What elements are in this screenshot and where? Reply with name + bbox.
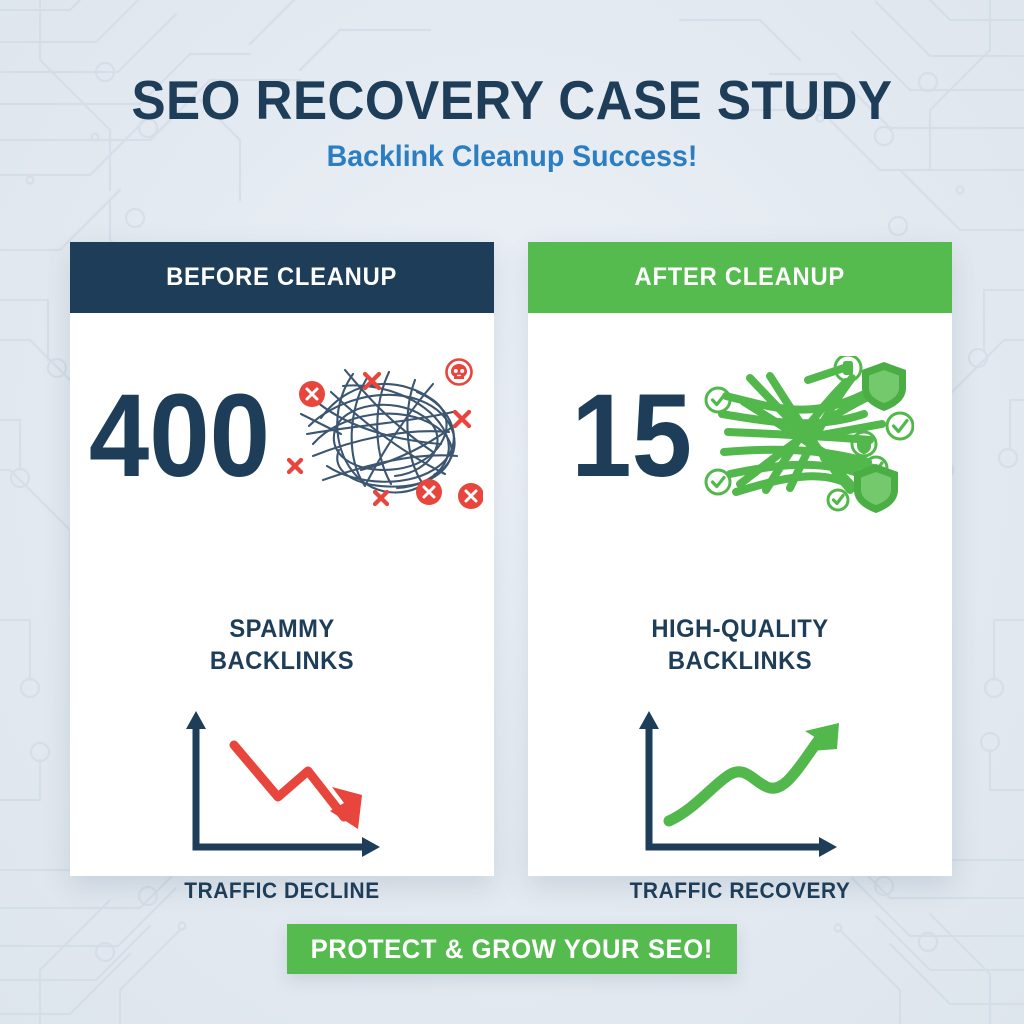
y-axis-arrowhead <box>186 711 206 729</box>
page-subtitle: Backlink Cleanup Success! <box>326 140 698 173</box>
after-cleanup-body: 15 <box>528 313 952 903</box>
document-circle-icon <box>833 356 863 383</box>
recovery-arrowhead <box>805 723 839 751</box>
cta-label: PROTECT & GROW YOUR SEO! <box>310 933 714 964</box>
y-axis-arrowhead <box>639 711 659 729</box>
traffic-decline-chart <box>70 705 494 865</box>
spammy-backlinks-count: 400 <box>88 370 270 502</box>
x-axis-arrowhead <box>819 837 837 857</box>
before-metric-row: 400 <box>70 351 494 521</box>
after-metric-row: 15 <box>528 351 952 521</box>
cta-banner[interactable]: PROTECT & GROW YOUR SEO! <box>287 924 737 974</box>
x-axis-arrowhead <box>362 837 380 857</box>
down-trend-arrow-chart-icon <box>186 711 380 857</box>
spammy-backlinks-label-line2: BACKLINKS <box>209 647 355 675</box>
shield-check-icon <box>850 430 878 458</box>
up-trend-arrow-chart-icon <box>639 711 839 857</box>
spammy-backlinks-label: SPAMMY BACKLINKS <box>81 613 484 677</box>
after-cleanup-header-label: AFTER CLEANUP <box>634 263 846 291</box>
after-cleanup-header: AFTER CLEANUP <box>528 242 952 313</box>
before-cleanup-body: 400 <box>70 313 494 903</box>
before-cleanup-card: BEFORE CLEANUP 400 <box>70 242 494 903</box>
quality-backlinks-label-line1: HIGH-QUALITY <box>651 615 829 643</box>
decline-arrowhead <box>330 787 362 829</box>
before-cleanup-header: BEFORE CLEANUP <box>70 242 494 313</box>
tangled-spam-backlinks-icon <box>287 358 484 509</box>
clean-quality-backlinks-icon <box>704 356 914 513</box>
traffic-recovery-chart <box>528 705 952 865</box>
quality-backlinks-label: HIGH-QUALITY BACKLINKS <box>539 613 942 677</box>
quality-backlinks-label-line2: BACKLINKS <box>667 647 813 675</box>
page-title: SEO RECOVERY CASE STUDY <box>131 69 893 131</box>
before-cleanup-header-label: BEFORE CLEANUP <box>166 263 398 291</box>
x-circle-icon-group <box>299 381 484 509</box>
after-cleanup-card: AFTER CLEANUP 15 <box>528 242 952 903</box>
quality-backlinks-count: 15 <box>571 370 693 502</box>
shield-icon-group <box>853 362 906 513</box>
traffic-recovery-label: TRAFFIC RECOVERY <box>629 878 851 903</box>
recovery-line <box>663 731 827 827</box>
decline-line <box>229 740 349 822</box>
x-mark-icon-group <box>287 371 472 507</box>
traffic-decline-label: TRAFFIC DECLINE <box>184 878 380 903</box>
spammy-backlinks-label-line1: SPAMMY <box>229 615 335 643</box>
skull-circle-icon <box>445 358 474 386</box>
